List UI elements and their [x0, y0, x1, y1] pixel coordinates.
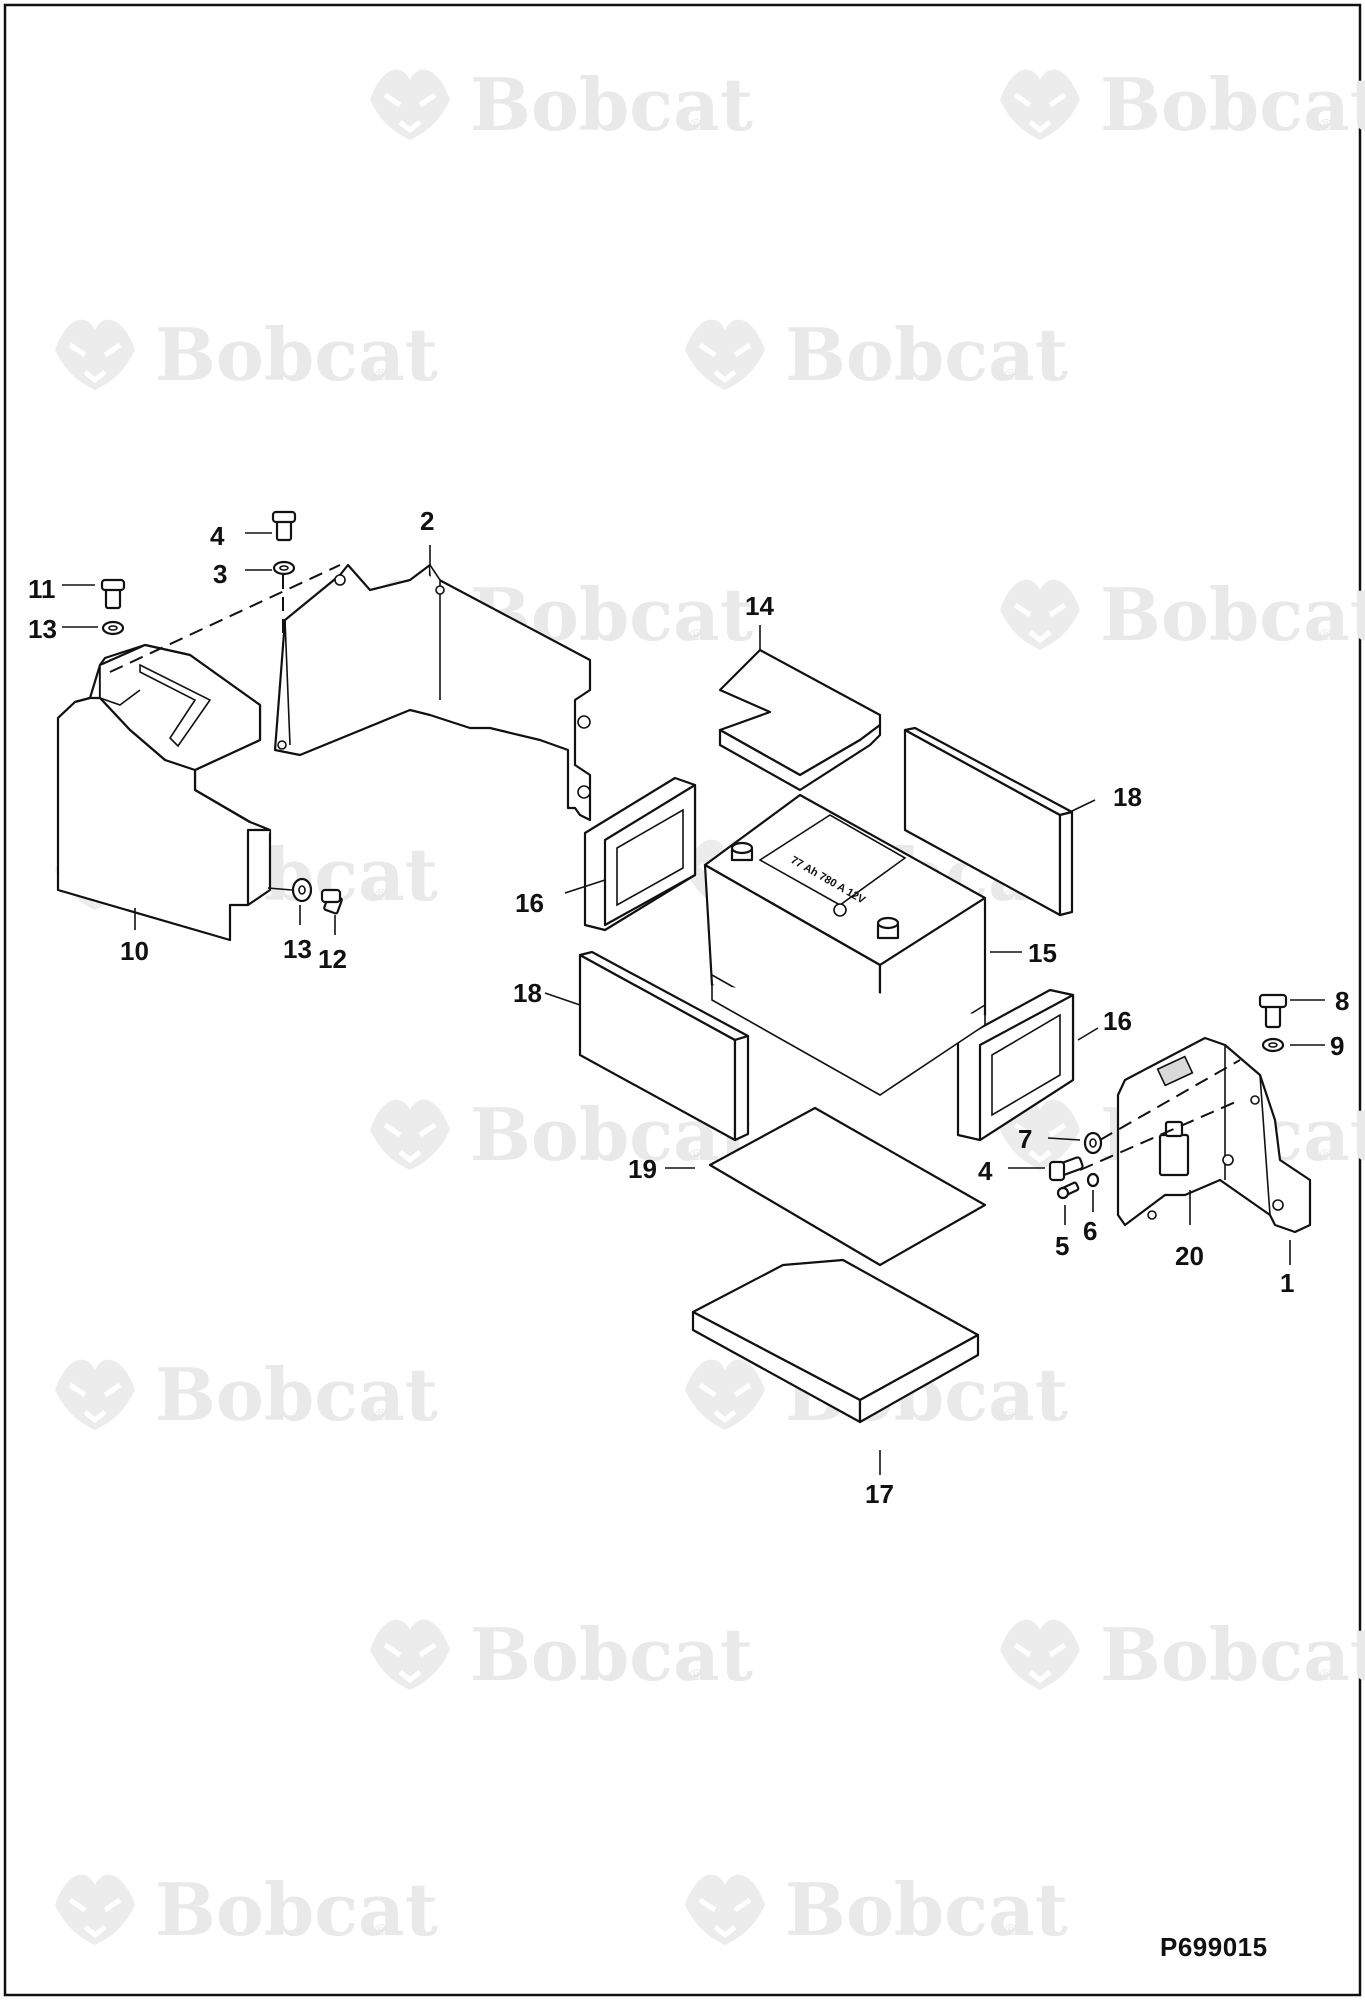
part-8-bolt	[1258, 993, 1325, 1029]
part-5-screw	[1056, 1181, 1080, 1225]
watermark: Bobcat®	[55, 1867, 438, 1952]
part-6-washer	[1086, 1172, 1100, 1212]
svg-text:Bobcat: Bobcat	[155, 1352, 438, 1437]
svg-text:®: ®	[690, 1667, 702, 1684]
callout-17: 17	[865, 1479, 894, 1509]
watermark: Bobcat®	[1000, 62, 1365, 147]
svg-text:®: ®	[690, 117, 702, 134]
svg-text:Bobcat: Bobcat	[155, 312, 438, 397]
callout-8: 8	[1335, 986, 1349, 1016]
part-11-bolt	[62, 578, 126, 610]
svg-text:®: ®	[1005, 1922, 1017, 1939]
callout-19: 19	[628, 1154, 657, 1184]
callout-13: 13	[283, 934, 312, 964]
part-13-washer-upper	[62, 620, 125, 636]
callout-3: 3	[213, 559, 227, 589]
part-16-frame-left	[564, 776, 697, 932]
drawing-number: P699015	[1160, 1932, 1268, 1962]
watermark: Bobcat®	[370, 62, 753, 147]
svg-text:Bobcat: Bobcat	[470, 1612, 753, 1697]
svg-text:Bobcat: Bobcat	[785, 312, 1068, 397]
part-18-side-pad-right	[903, 726, 1096, 917]
callout-13: 13	[28, 614, 57, 644]
svg-text:®: ®	[375, 367, 387, 384]
svg-text:Bobcat: Bobcat	[1100, 572, 1365, 657]
part-2-mounting-bracket	[273, 545, 592, 822]
watermark: Bobcat®	[55, 1352, 438, 1437]
assembly-line	[109, 564, 341, 673]
svg-text:®: ®	[1005, 887, 1017, 904]
callout-4: 4	[210, 521, 225, 551]
watermark: Bobcat®	[685, 312, 1068, 397]
svg-text:®: ®	[375, 887, 387, 904]
watermark: Bobcat®	[1000, 572, 1365, 657]
part-14-top-pad	[718, 625, 882, 792]
svg-text:Bobcat: Bobcat	[470, 62, 753, 147]
callout-12: 12	[318, 944, 347, 974]
svg-text:®: ®	[1320, 1667, 1332, 1684]
callout-7: 7	[1018, 1124, 1032, 1154]
callout-14: 14	[745, 591, 774, 621]
svg-text:®: ®	[1320, 627, 1332, 644]
svg-text:®: ®	[1005, 1407, 1017, 1424]
part-7-washer	[1047, 1131, 1103, 1155]
svg-text:Bobcat: Bobcat	[785, 1867, 1068, 1952]
part-13-washer-lower	[291, 877, 313, 925]
svg-text:®: ®	[1005, 367, 1017, 384]
watermark: Bobcat®	[1000, 1612, 1365, 1697]
part-18-side-pad-left	[544, 950, 750, 1142]
part-16-frame-right	[956, 988, 1099, 1142]
page-border	[3, 3, 1362, 1997]
watermark-layer: Bobcat® Bobcat® Bobcat® Bobcat® Bobcat® …	[55, 62, 1365, 1952]
part-4-bolt-lower	[1008, 1156, 1084, 1182]
watermark: Bobcat®	[685, 1867, 1068, 1952]
callout-9: 9	[1330, 1031, 1344, 1061]
part-3-washer-upper	[245, 560, 296, 576]
part-15-battery: 77 Ah 780 A 12V	[703, 793, 1022, 1096]
svg-text:®: ®	[375, 1922, 387, 1939]
svg-text:Bobcat: Bobcat	[155, 1867, 438, 1952]
part-19-sheet	[665, 1106, 987, 1267]
callout-1: 1	[1280, 1268, 1294, 1298]
part-4-bolt-upper	[245, 510, 297, 542]
svg-text:®: ®	[1320, 117, 1332, 134]
callout-6: 6	[1083, 1216, 1097, 1246]
part-12-bolt-lower	[267, 887, 343, 935]
callout-5: 5	[1055, 1231, 1069, 1261]
svg-text:®: ®	[690, 627, 702, 644]
svg-text:®: ®	[1320, 1147, 1332, 1164]
part-9-washer	[1261, 1037, 1325, 1053]
svg-text:Bobcat: Bobcat	[1100, 62, 1365, 147]
svg-text:®: ®	[690, 1147, 702, 1164]
watermark: Bobcat®	[370, 1612, 753, 1697]
part-17-base-pad	[691, 1258, 980, 1475]
callout-18: 18	[1113, 782, 1142, 812]
callout-16: 16	[1103, 1006, 1132, 1036]
callout-11: 11	[28, 574, 56, 604]
svg-text:®: ®	[375, 1407, 387, 1424]
part-1-right-bracket	[1079, 1036, 1312, 1265]
callout-15: 15	[1028, 938, 1057, 968]
callout-2: 2	[420, 506, 434, 536]
callout-16: 16	[515, 888, 544, 918]
callout-4: 4	[978, 1156, 993, 1186]
watermark: Bobcat®	[55, 312, 438, 397]
part-10-battery-cover	[56, 643, 272, 942]
callout-20: 20	[1175, 1241, 1204, 1271]
svg-text:Bobcat: Bobcat	[1100, 1612, 1365, 1697]
callout-18: 18	[513, 978, 542, 1008]
callout-10: 10	[120, 936, 149, 966]
